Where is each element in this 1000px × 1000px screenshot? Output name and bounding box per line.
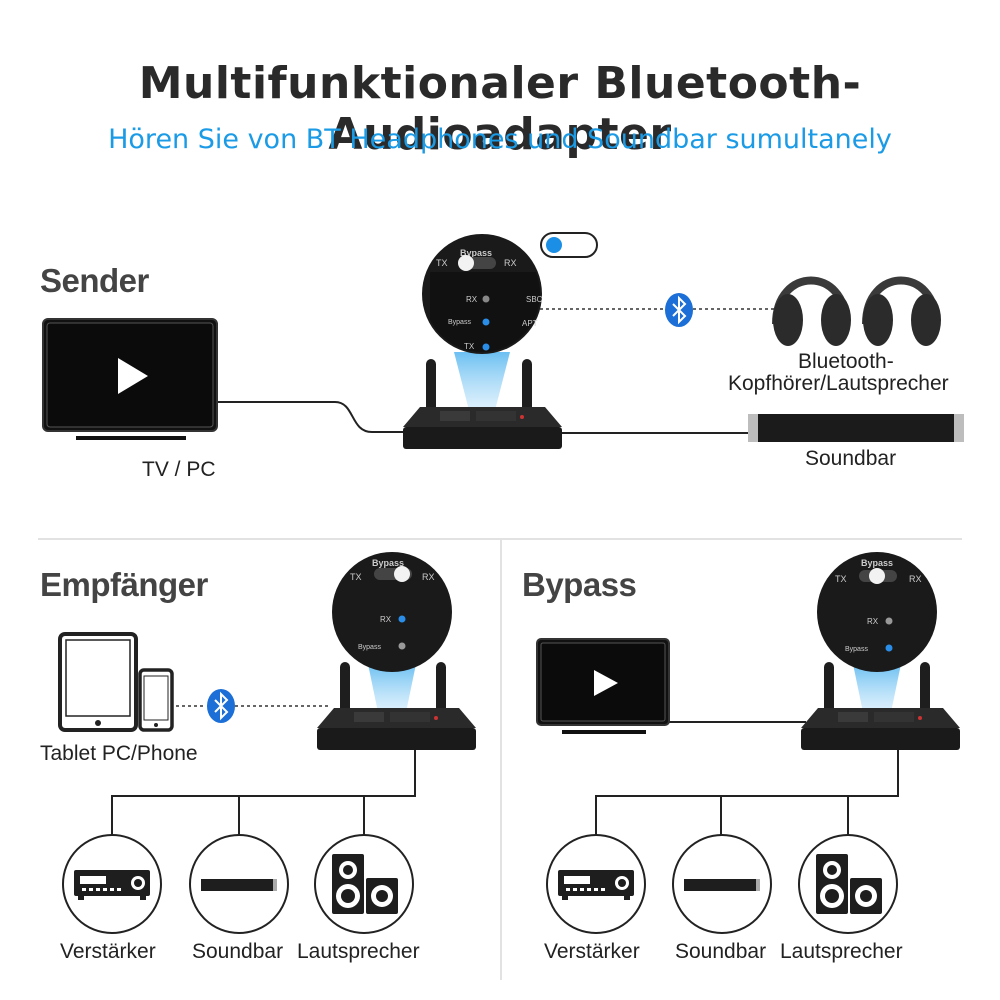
phone-icon xyxy=(138,668,174,732)
svg-text:RX: RX xyxy=(867,617,879,626)
speaker-icon xyxy=(332,854,398,914)
amplifier-icon xyxy=(558,870,634,900)
output-label-amplifier: Verstärker xyxy=(544,940,640,963)
svg-text:TX: TX xyxy=(436,258,448,268)
tx-rx-toggle[interactable] xyxy=(540,232,598,258)
soundbar-label: Soundbar xyxy=(805,447,897,470)
svg-text:Bypass: Bypass xyxy=(845,646,868,653)
svg-text:TX: TX xyxy=(835,574,847,584)
amplifier-circle xyxy=(62,834,162,934)
soundbar-icon xyxy=(684,879,760,891)
play-icon xyxy=(118,358,148,394)
svg-text:Bypass: Bypass xyxy=(448,319,471,326)
tv-stand xyxy=(76,436,186,440)
tv-pc-device xyxy=(42,318,218,432)
tablet-icon xyxy=(58,632,138,732)
headphones-label-line2: Kopfhörer/Lautsprecher xyxy=(728,372,949,395)
bypass-zoom-callout: Bypass TX RX RX Bypass xyxy=(817,552,937,722)
output-label-speaker: Lautsprecher xyxy=(297,940,420,963)
bluetooth-icon xyxy=(207,689,235,723)
headphones-label-line1: Bluetooth- xyxy=(798,350,894,373)
svg-text:TX: TX xyxy=(350,572,362,582)
tv-pc-label: TV / PC xyxy=(142,458,216,481)
bypass-tv-device xyxy=(536,638,670,728)
tablet-phone-label: Tablet PC/Phone xyxy=(40,742,198,765)
svg-text:RX: RX xyxy=(909,574,922,584)
receiver-adapter-device xyxy=(317,662,476,750)
output-label-soundbar: Soundbar xyxy=(675,940,767,963)
speaker-icon xyxy=(816,854,882,914)
svg-text:TX: TX xyxy=(464,342,475,351)
page-title: Multifunktionaler Bluetooth-Audioadapter xyxy=(138,58,862,160)
svg-text:RX: RX xyxy=(422,572,435,582)
zoom-bypass-label: Bypass xyxy=(460,248,492,258)
headphones-icon xyxy=(772,276,941,346)
svg-text:RX: RX xyxy=(380,615,392,624)
bluetooth-icon xyxy=(665,293,693,327)
output-label-soundbar: Soundbar xyxy=(192,940,284,963)
sender-cables xyxy=(218,308,775,434)
receiver-cables xyxy=(111,705,416,840)
svg-text:Bypass: Bypass xyxy=(372,558,404,568)
output-label-speaker: Lautsprecher xyxy=(780,940,903,963)
section-divider-horizontal xyxy=(38,538,962,540)
bypass-section-title: Bypass xyxy=(522,566,637,603)
section-divider-vertical xyxy=(500,540,502,980)
output-label-amplifier: Verstärker xyxy=(60,940,156,963)
soundbar-icon xyxy=(748,414,964,442)
svg-text:Bypass: Bypass xyxy=(358,644,381,651)
amplifier-icon xyxy=(74,870,150,900)
sender-zoom-callout: Bypass TX RX RX Bypass TX SBC APT xyxy=(422,234,543,422)
sender-section-title: Sender xyxy=(40,262,149,299)
bypass-tv-stand xyxy=(562,730,646,734)
soundbar-icon xyxy=(201,879,277,891)
svg-text:SBC: SBC xyxy=(526,295,543,304)
amplifier-circle xyxy=(546,834,646,934)
soundbar-circle xyxy=(189,834,289,934)
soundbar-circle xyxy=(672,834,772,934)
svg-text:RX: RX xyxy=(466,295,478,304)
play-icon xyxy=(594,670,618,696)
receiver-zoom-callout: Bypass TX RX RX Bypass xyxy=(332,552,452,722)
svg-text:APT: APT xyxy=(522,319,538,328)
speaker-circle xyxy=(798,834,898,934)
svg-text:Bypass: Bypass xyxy=(861,558,893,568)
receiver-section-title: Empfänger xyxy=(40,566,208,603)
page-subtitle: Hören Sie von BT Headphones und Soundbar… xyxy=(108,124,892,155)
bypass-adapter-device xyxy=(801,662,960,750)
toggle-knob xyxy=(546,237,562,253)
speaker-circle xyxy=(314,834,414,934)
bypass-cables xyxy=(595,721,899,840)
svg-text:RX: RX xyxy=(504,258,517,268)
sender-adapter-device xyxy=(403,359,562,449)
